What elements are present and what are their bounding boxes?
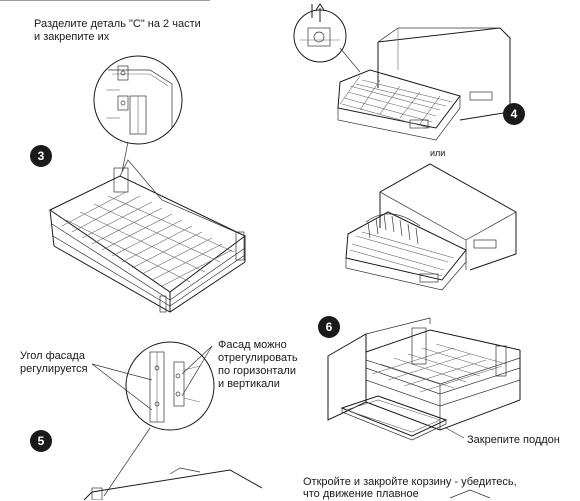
step5-left-label-line1: Угол фасада xyxy=(20,350,85,362)
step5-right-label-line1: Фасад можно xyxy=(218,339,287,351)
step-4-badge: 4 xyxy=(503,103,525,125)
step3-caption-line1: Разделите деталь "С" на 2 части xyxy=(34,18,201,30)
step7-caption-line2: что движение плавное xyxy=(303,488,419,500)
step6-tray-drawing xyxy=(327,317,521,441)
step5-right-label-line2: отрегулировать xyxy=(218,352,298,364)
step5-facade-adjust-drawing xyxy=(83,341,263,500)
step4-cabinet-bottom-drawing xyxy=(345,163,517,291)
top-divider xyxy=(0,0,210,1)
step4-cabinet-top-drawing xyxy=(293,3,511,141)
step5-right-label-line3: по горизонтали xyxy=(218,365,296,377)
step3-detail-magnifier xyxy=(93,55,183,173)
or-label: или xyxy=(430,148,446,158)
step3-basket-drawing xyxy=(49,159,246,313)
step7-partial-drawing xyxy=(449,489,491,499)
step7-caption-line1: Откройте и закройте корзину - убедитесь, xyxy=(303,476,517,488)
step5-right-label-line4: и вертикали xyxy=(218,378,280,390)
step5-left-label-line2: регулируется xyxy=(20,363,88,375)
step3-caption-line2: и закрепите их xyxy=(34,31,110,43)
step6-tray-label: Закрепите поддон xyxy=(467,434,560,446)
step-6-badge: 6 xyxy=(318,316,340,338)
step-5-badge: 5 xyxy=(30,430,52,452)
step-3-badge: 3 xyxy=(30,145,52,167)
